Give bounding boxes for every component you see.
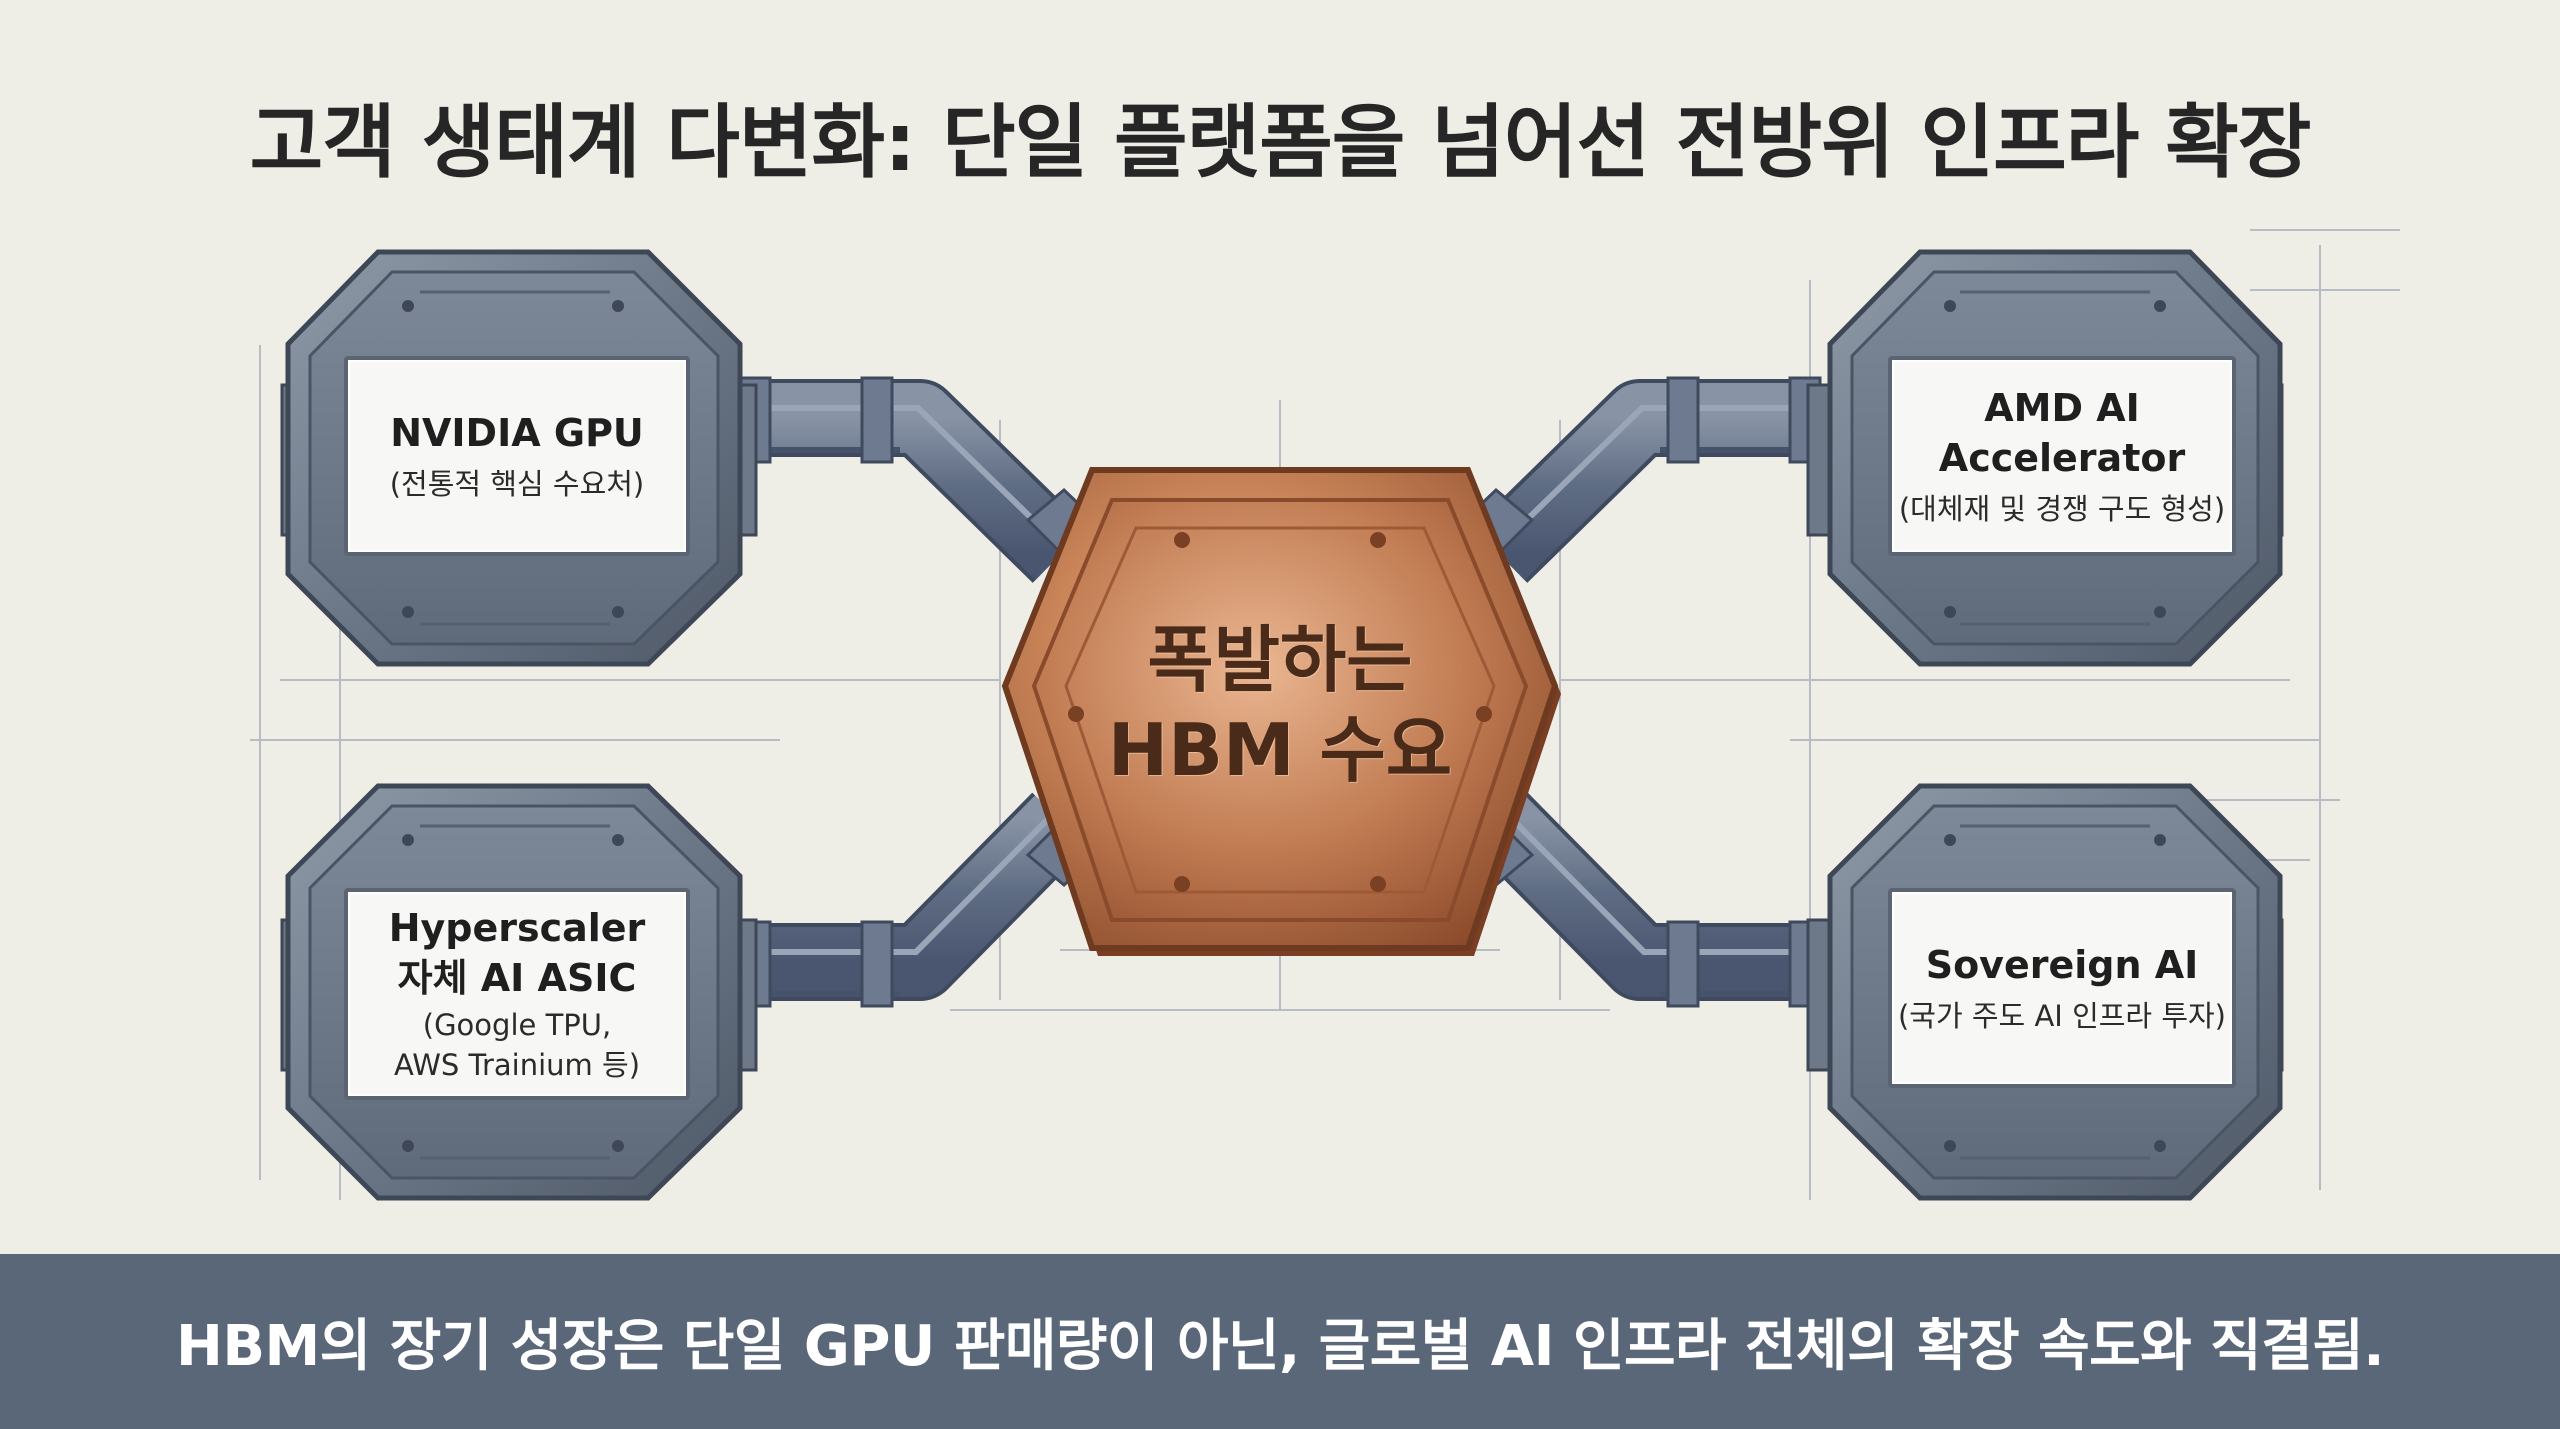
pipe-sovereign (1451, 792, 1822, 1008)
node-title-line2: 자체 AI ASIC (397, 956, 637, 1000)
node-subtitle: (전통적 핵심 수요처) (389, 467, 645, 501)
hbm-core-label: 폭발하는 HBM 수요 (1060, 615, 1500, 795)
node-title: Sovereign AI (1925, 943, 2199, 987)
hbm-core-hexagon (1001, 467, 1561, 956)
page-title: 고객 생태계 다변화: 단일 플랫폼을 넘어선 전방위 인프라 확장 (249, 96, 2312, 189)
pipe-amd (1451, 376, 1822, 583)
node-title-line1: Hyperscaler (388, 906, 646, 950)
node-subtitle-line1: (Google TPU, (422, 1008, 612, 1042)
node-title-line1: AMD AI (1984, 386, 2140, 430)
node-amd-ai-accelerator: AMD AI Accelerator (대체재 및 경쟁 구도 형성) (1888, 356, 2236, 556)
footer-text: HBM의 장기 성장은 단일 GPU 판매량이 아닌, 글로벌 AI 인프라 전… (175, 1314, 2385, 1379)
pipe-hyperscaler (738, 792, 1109, 1008)
node-nvidia-gpu: NVIDIA GPU (전통적 핵심 수요처) (344, 356, 690, 556)
footer-banner: HBM의 장기 성장은 단일 GPU 판매량이 아닌, 글로벌 AI 인프라 전… (0, 1254, 2560, 1429)
node-subtitle: (국가 주도 AI 인프라 투자) (1897, 999, 2226, 1033)
hbm-core-line1: 폭발하는 (1147, 618, 1413, 702)
node-title: NVIDIA GPU (390, 411, 644, 455)
node-sovereign-ai: Sovereign AI (국가 주도 AI 인프라 투자) (1888, 888, 2236, 1088)
node-title-line2: Accelerator (1938, 436, 2186, 480)
hbm-core-line2: HBM 수요 (1107, 708, 1453, 792)
node-hyperscaler-asic: Hyperscaler 자체 AI ASIC (Google TPU, AWS … (344, 888, 690, 1100)
node-subtitle: (대체재 및 경쟁 구도 형성) (1898, 492, 2226, 526)
node-subtitle-line2: AWS Trainium 등) (393, 1048, 641, 1082)
pipe-nvidia (738, 376, 1109, 583)
